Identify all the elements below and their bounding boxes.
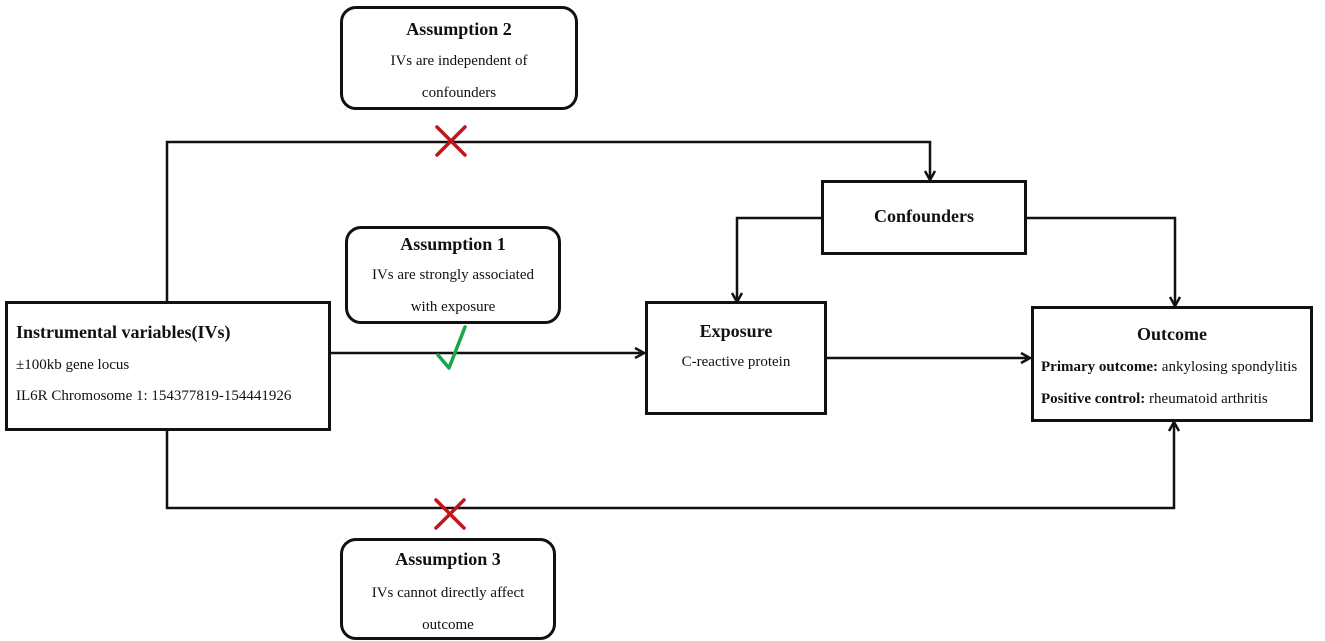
assumption3-box: Assumption 3 IVs cannot directly affect … [340,538,556,640]
check-icon-assumption1 [436,325,467,370]
positive-control-value: rheumatoid arthritis [1149,391,1268,407]
outcome-primary-line: Primary outcome: ankylosing spondylitis [1041,359,1297,376]
assumption1-line1: IVs are strongly associated [371,267,535,283]
outcome-box: Outcome Primary outcome: ankylosing spon… [1031,306,1313,422]
ivs-title: Instrumental variables(IVs) [16,322,231,342]
exposure-subtitle: C-reactive protein [681,354,791,370]
confounders-box: Confounders [821,180,1027,255]
ivs-chromosome: IL6R Chromosome 1: 154377819-154441926 [16,388,292,404]
assumption2-title: Assumption 2 [406,19,512,39]
assumption3-line1: IVs cannot directly affect [371,585,525,601]
exposure-title: Exposure [699,321,773,341]
assumption2-box: Assumption 2 IVs are independent of conf… [340,6,578,110]
exposure-box: Exposure C-reactive protein [645,301,827,415]
assumption1-line2: with exposure [410,299,496,315]
confounders-title: Confounders [873,206,975,226]
cross-icon-assumption3 [434,498,466,530]
ivs-to-outcome-path [165,422,1174,510]
instrumental-variables-box: Instrumental variables(IVs) ±100kb gene … [5,301,331,431]
assumption2-line2: confounders [421,85,497,101]
ivs-gene-locus: ±100kb gene locus [16,357,130,373]
assumption3-title: Assumption 3 [395,549,501,569]
confounders-to-outcome-arrow [1026,216,1175,306]
primary-outcome-label: Primary outcome: [1041,359,1159,375]
outcome-control-line: Positive control: rheumatoid arthritis [1041,391,1268,408]
assumption3-line2: outcome [422,617,474,633]
outcome-title: Outcome [1137,324,1207,344]
confounders-to-exposure-arrow [737,216,822,302]
primary-outcome-value: ankylosing spondylitis [1161,359,1298,375]
cross-icon-assumption2 [435,125,467,157]
assumption1-title: Assumption 1 [400,234,506,254]
positive-control-label: Positive control: [1041,391,1146,407]
assumption2-line1: IVs are independent of [390,53,528,69]
ivs-to-confounders-path [165,140,930,302]
assumption1-box: Assumption 1 IVs are strongly associated… [345,226,561,324]
